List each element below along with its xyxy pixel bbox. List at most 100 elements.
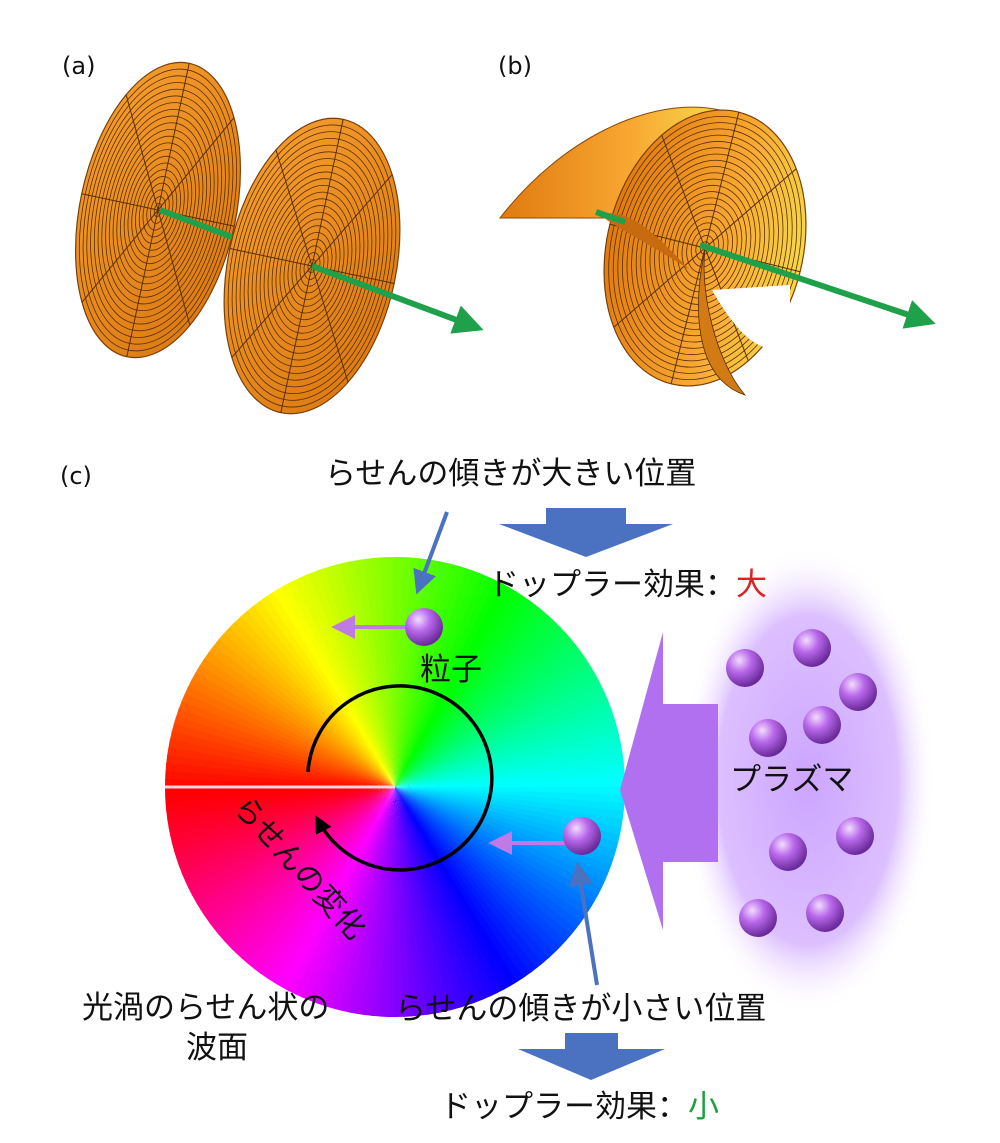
- wheel-wedge: [395, 787, 625, 804]
- wheel-wedge: [239, 597, 395, 787]
- wheel-wedge: [196, 787, 395, 930]
- axis-arrow-a: [310, 263, 484, 334]
- wheel-wedge: [289, 787, 395, 1007]
- wheel-wedge: [175, 787, 395, 894]
- wheel-wedge: [395, 574, 515, 787]
- wheel-wedge: [395, 787, 625, 829]
- wheel-wedge: [312, 787, 395, 1016]
- disc-spoke: [157, 117, 235, 211]
- wheel-wedge: [395, 557, 421, 787]
- wheel-wedge: [395, 787, 524, 995]
- wheel-wedge: [395, 619, 574, 787]
- wheel-wedge: [395, 787, 531, 991]
- plasma-particles: [726, 629, 877, 937]
- wheel-wedge: [183, 787, 395, 909]
- helix-spoke: [613, 247, 706, 328]
- wheel-wedge: [228, 787, 395, 967]
- plasma-particle: [839, 673, 877, 711]
- disc-a1: [74, 61, 242, 359]
- indicator-arrow-top: [413, 511, 449, 595]
- wheel-wedge: [305, 787, 395, 1014]
- wheel-wedge: [178, 674, 395, 787]
- plasma-particle: [836, 817, 874, 855]
- large-slope-label: らせんの傾きが大きい位置: [325, 456, 696, 492]
- axis-segment-a: [158, 207, 242, 243]
- helix-spoke: [661, 135, 706, 249]
- disc-spoke: [81, 209, 159, 303]
- wheel-wedge: [328, 787, 395, 1017]
- wheel-wedge: [266, 579, 395, 787]
- wheel-wedge: [395, 787, 595, 929]
- wheel-wedge: [205, 787, 395, 943]
- plasma-particle: [806, 894, 844, 932]
- plasma-label: プラズマ: [730, 762, 853, 798]
- wheel-wedge: [395, 607, 562, 787]
- doppler-small-label: ドップラー効果：小: [440, 1089, 719, 1125]
- wheel-wedge: [395, 557, 470, 787]
- wheel-wedge: [369, 787, 395, 1017]
- wheel-wedge: [273, 575, 395, 787]
- panel-c-label: (c): [60, 462, 92, 490]
- down-arrow-top: [499, 508, 673, 557]
- disc-spoke: [157, 209, 191, 326]
- doppler-large-value: 大: [736, 567, 767, 603]
- disc-spoke: [275, 149, 313, 267]
- wheel-wedge: [395, 787, 575, 954]
- wheel-wedge: [395, 557, 412, 787]
- wheel-wedge: [215, 620, 395, 787]
- wheel-wedge: [165, 728, 395, 787]
- wheel-wedge: [395, 658, 603, 787]
- wheel-wedge: [395, 557, 462, 787]
- wheel-wedge: [395, 787, 551, 977]
- panel-a-wavefronts: [74, 61, 484, 415]
- wheel-wedge: [282, 787, 395, 1004]
- wheel-wedge: [275, 787, 395, 1000]
- wheel-wedge: [240, 787, 395, 978]
- wheel-wedge: [395, 787, 625, 821]
- wheel-wedge: [395, 578, 523, 787]
- disc-spoke: [231, 265, 313, 358]
- doppler-large-label: ドップラー効果：大: [488, 567, 767, 603]
- wheel-wedge: [253, 787, 395, 987]
- wheel-wedge: [395, 787, 545, 982]
- panel-a-label: (a): [62, 52, 95, 80]
- wheel-wedge: [166, 704, 395, 787]
- wheel-wedge: [395, 787, 510, 1003]
- wheel-wedge: [165, 712, 395, 787]
- wheel-wedge: [297, 787, 395, 1011]
- wheel-wedge: [195, 645, 395, 787]
- wheel-wedge: [395, 637, 590, 787]
- wheel-wedge: [267, 787, 395, 996]
- helix-inner-fold: [600, 213, 690, 270]
- plasma-particle: [739, 899, 777, 937]
- axis-segment-b: [595, 209, 626, 225]
- phase-color-wheel: [165, 557, 625, 1017]
- wheel-wedge: [395, 587, 537, 787]
- helix-spoke: [704, 168, 797, 249]
- wheel-wedge: [165, 753, 395, 787]
- doppler-small-prefix: ドップラー効果：: [440, 1089, 688, 1125]
- plasma-particle: [749, 719, 787, 757]
- wheel-wedge: [336, 787, 395, 1017]
- wheel-wedge: [259, 583, 395, 787]
- wheel-wedge: [165, 770, 395, 787]
- wheel-wedge: [395, 651, 599, 787]
- wheel-wedge: [353, 787, 395, 1017]
- wheel-wedge: [345, 787, 395, 1017]
- wheel-wedge: [280, 571, 395, 787]
- wheel-wedge: [187, 787, 395, 916]
- wheel-wedge: [395, 787, 624, 870]
- wheel-wedge: [233, 603, 395, 787]
- wheel-wedge: [175, 681, 395, 787]
- wheel-wedge: [245, 592, 395, 787]
- particle-bottom: [563, 817, 601, 855]
- wheel-wedge: [171, 689, 395, 787]
- wheel-wedge: [211, 787, 395, 949]
- wheel-wedge: [168, 697, 395, 787]
- wheel-wedge: [182, 667, 395, 787]
- panel-b-label: (b): [498, 52, 532, 80]
- wheel-wedge: [204, 632, 395, 787]
- helix-lower-sheet: [698, 249, 747, 396]
- wheel-wedge: [221, 614, 395, 787]
